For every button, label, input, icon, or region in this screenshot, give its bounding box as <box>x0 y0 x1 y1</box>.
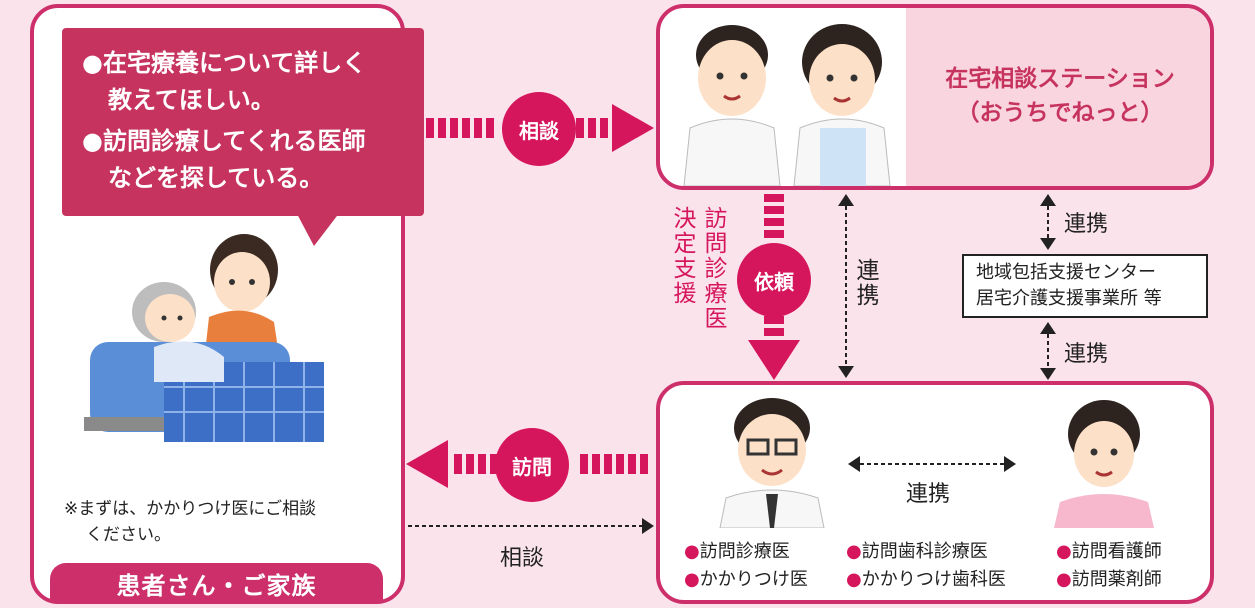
station-title: 在宅相談ステーション （おうちでねっと） <box>905 62 1215 130</box>
bubble-line-3: ●訪問診療してくれる医師 <box>82 127 366 155</box>
bubble-line-4: などを探している。 <box>108 164 324 192</box>
link-doctors-label: 連携 <box>906 482 951 507</box>
patient-family-banner: 患者さん・ご家族 <box>50 563 383 603</box>
doctor-illustration <box>719 398 825 528</box>
station-title-line-2: （おうちでねっと） <box>956 100 1164 126</box>
support-text-col-1: 訪問診療医 <box>700 206 726 331</box>
note-line-2: ください。 <box>86 525 171 545</box>
role-item: ●訪問看護師 <box>1056 541 1162 562</box>
consult-bottom-label: 相談 <box>500 546 545 571</box>
link-arrow-right-bottom <box>1040 322 1056 380</box>
station-title-area <box>906 8 1210 186</box>
link-right-bottom-label: 連携 <box>1064 342 1109 367</box>
note-text: ※まずは、かかりつけ医にご相談 ください。 <box>64 496 316 548</box>
link-arrow-right-top <box>1040 194 1056 250</box>
role-item: ●訪問薬剤師 <box>1056 569 1162 590</box>
bubble-tail <box>296 212 340 246</box>
support-text-col-2: 決定支援 <box>669 206 695 306</box>
consult-label: 相談 <box>502 92 576 166</box>
visit-arrow <box>406 440 648 488</box>
role-column-1: ●訪問診療医 ●かかりつけ医 <box>684 538 808 594</box>
center-line-2: 居宅介護支援事業所 等 <box>976 288 1162 309</box>
note-line-1: ※まずは、かかりつけ医にご相談 <box>64 499 317 519</box>
request-label: 依頼 <box>737 243 811 317</box>
station-title-line-1: 在宅相談ステーション <box>945 66 1175 92</box>
visit-label: 訪問 <box>495 428 569 502</box>
nurse-illustration <box>1054 400 1154 528</box>
patient-speech-bubble: ●在宅療養について詳しく 教えてほしい。 ●訪問診療してくれる医師 などを探して… <box>62 28 424 216</box>
consult-arrow <box>426 104 654 152</box>
consult-arrow-bottom <box>408 518 654 534</box>
request-arrow <box>748 194 800 380</box>
link-vertical-label: 連携 <box>852 258 878 308</box>
link-right-top-label: 連携 <box>1064 212 1109 237</box>
role-column-2: ●訪問歯科診療医 ●かかりつけ歯科医 <box>846 538 1006 594</box>
role-column-3: ●訪問看護師 ●訪問薬剤師 <box>1056 538 1162 594</box>
center-line-1: 地域包括支援センター <box>976 262 1156 283</box>
link-arrow-vertical <box>838 194 854 378</box>
role-item: ●訪問診療医 <box>684 541 790 562</box>
station-staff-illustration <box>683 24 891 186</box>
link-arrow-doctors <box>848 456 1016 472</box>
patient-in-bed-illustration <box>84 234 324 442</box>
community-support-center-box: 地域包括支援センター 居宅介護支援事業所 等 <box>962 254 1208 318</box>
bubble-line-2: 教えてほしい。 <box>108 86 275 114</box>
role-item: ●かかりつけ医 <box>684 569 808 590</box>
role-item: ●かかりつけ歯科医 <box>846 569 1006 590</box>
role-item: ●訪問歯科診療医 <box>846 541 988 562</box>
bubble-line-1: ●在宅療養について詳しく <box>82 49 367 77</box>
